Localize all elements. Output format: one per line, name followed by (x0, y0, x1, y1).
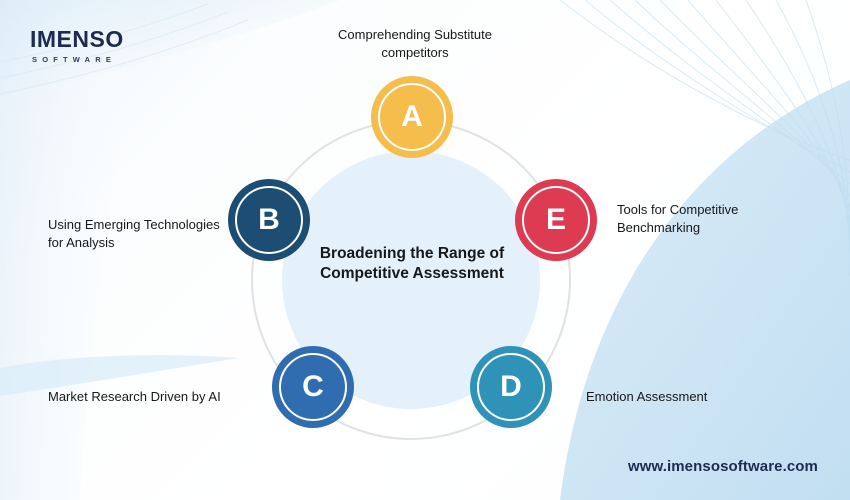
bg-shape-bottom-right (560, 80, 850, 500)
diagram-node-b-letter: B (258, 203, 280, 236)
badge-ring-icon (477, 353, 545, 421)
diagram-node-e-letter: E (545, 203, 566, 236)
diagram-node-a[interactable]: A (371, 76, 453, 158)
badge-ring-icon (279, 353, 347, 421)
diagram-node-a-letter: A (401, 100, 423, 133)
brand-logo-name: IMENSO (30, 26, 124, 52)
badge-ring-icon (235, 186, 303, 254)
diagram-node-b[interactable]: B (228, 179, 310, 261)
footer-website-url[interactable]: www.imensosoftware.com (627, 458, 818, 475)
brand-logo-tagline: SOFTWARE (32, 55, 117, 64)
badge-ring-icon (522, 186, 590, 254)
badge-ring-icon (378, 83, 446, 151)
diagram-node-d-letter: D (500, 370, 522, 403)
diagram-node-e-label: Tools for Competitive Benchmarking (617, 202, 739, 235)
diagram-node-c-label: Market Research Driven by AI (48, 389, 221, 404)
diagram-node-c[interactable]: C (272, 346, 354, 428)
diagram-node-e[interactable]: E (515, 179, 597, 261)
diagram-node-d[interactable]: D (470, 346, 552, 428)
diagram-center-title: Broadening the Range of Competitive Asse… (319, 245, 505, 283)
diagram-node-c-letter: C (302, 370, 324, 403)
circular-diagram: Broadening the Range of Competitive Asse… (228, 76, 597, 451)
diagram-node-a-label: Comprehending Substitute competitors (338, 27, 492, 60)
diagram-node-b-label: Using Emerging Technologies for Analysis (48, 217, 220, 250)
brand-logo[interactable]: IMENSO SOFTWARE (30, 28, 124, 64)
diagram-node-d-label: Emotion Assessment (586, 389, 708, 404)
